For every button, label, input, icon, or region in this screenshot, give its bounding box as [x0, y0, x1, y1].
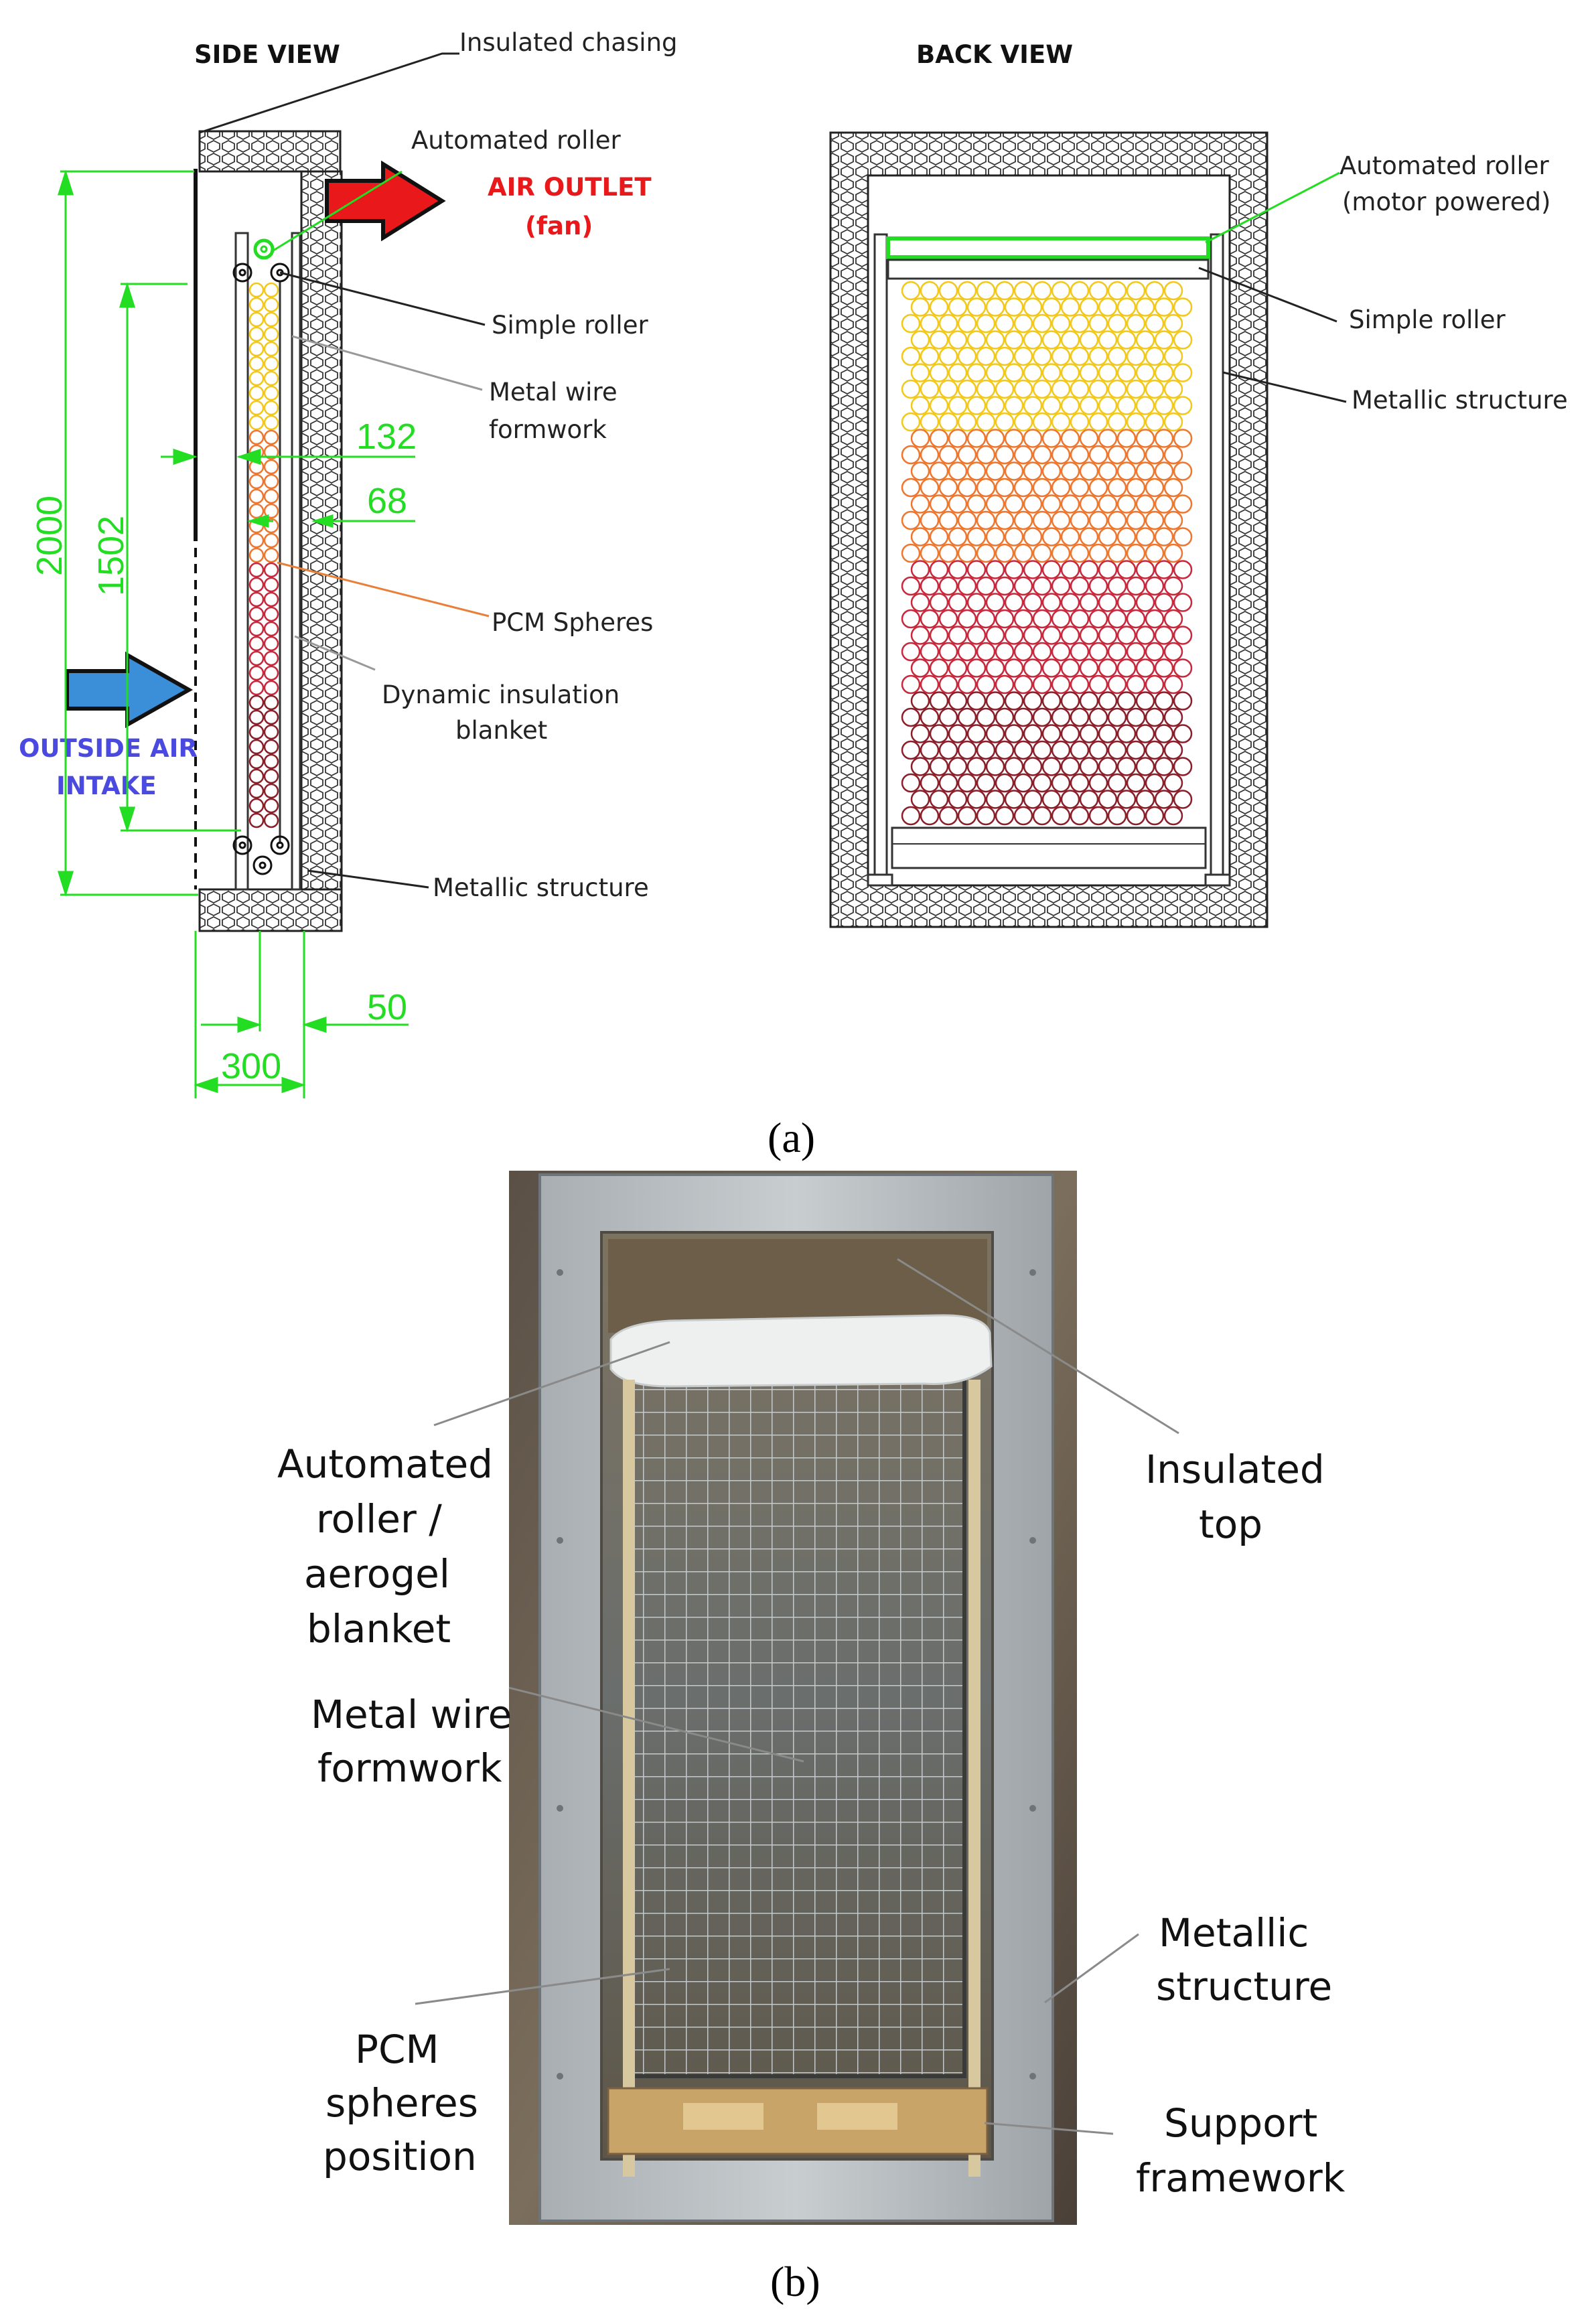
- photo-label-auto-roller-3: aerogel: [304, 1551, 450, 1597]
- photo-label-pcm-2: spheres: [325, 2080, 478, 2126]
- photo-label-support-2: framework: [1136, 2155, 1346, 2201]
- label-air-outlet: AIR OUTLET: [488, 173, 652, 202]
- label-intake: INTAKE: [56, 772, 157, 800]
- dim-300: 300: [221, 1046, 281, 1086]
- back-label-automated-roller: Automated roller: [1339, 151, 1549, 180]
- photo-wire-formwork: [630, 1366, 964, 2076]
- label-outside-air: OUTSIDE AIR: [19, 734, 198, 763]
- photo-aerogel-blanket: [609, 1314, 993, 1388]
- back-view-title: BACK VIEW: [916, 40, 1073, 69]
- photo-label-metallic-2: structure: [1156, 1964, 1332, 2009]
- back-label-motor-powered: (motor powered): [1342, 188, 1550, 216]
- photo-panel: [509, 1171, 1077, 2225]
- insulated-right-wall: [300, 170, 343, 891]
- label-metal-wire-1: Metal wire: [489, 378, 618, 407]
- photo-label-metal-wire-2: formwork: [317, 1745, 502, 1791]
- dim-1502: 1502: [91, 516, 131, 596]
- label-pcm-spheres: PCM Spheres: [492, 608, 653, 637]
- caption-b: (b): [770, 2258, 820, 2305]
- back-label-metallic-structure: Metallic structure: [1352, 386, 1568, 415]
- label-dynamic-insulation-1: Dynamic insulation: [382, 680, 620, 709]
- air-outlet-arrow: [325, 160, 446, 242]
- pcm-column: [248, 282, 279, 828]
- dim-2000: 2000: [29, 496, 70, 576]
- insulated-top-cap: [198, 130, 342, 173]
- side-view: SIDE VIEW: [19, 28, 678, 1098]
- back-automated-roller: [886, 236, 1210, 259]
- pcm-sphere-grid: [901, 281, 1193, 826]
- photo-label-pcm-1: PCM: [355, 2027, 439, 2072]
- back-label-simple-roller: Simple roller: [1349, 305, 1506, 334]
- insulated-bottom-cap: [198, 888, 343, 932]
- label-automated-roller: Automated roller: [411, 126, 621, 155]
- dim-132: 132: [356, 417, 417, 457]
- photo-label-pcm-3: position: [323, 2134, 477, 2179]
- label-metal-wire-2: formwork: [489, 415, 607, 444]
- back-simple-roller: [887, 259, 1210, 280]
- photo-label-metallic-1: Metallic: [1159, 1910, 1309, 1956]
- back-view: BACK VIEW Automated roller (motor powere…: [829, 40, 1568, 928]
- photo-label-metal-wire-1: Metal wire: [311, 1692, 512, 1737]
- photo-label-insulated-2: top: [1199, 1502, 1262, 1547]
- photo-label-auto-roller-4: blanket: [307, 1606, 451, 1652]
- label-simple-roller: Simple roller: [492, 311, 648, 340]
- label-air-outlet-fan: (fan): [525, 212, 593, 240]
- photo-label-insulated-1: Insulated: [1145, 1447, 1325, 1492]
- side-view-title: SIDE VIEW: [194, 40, 340, 69]
- label-insulated-chasing: Insulated chasing: [459, 28, 678, 57]
- photo-label-auto-roller-1: Automated: [277, 1441, 493, 1487]
- photo-support-framework: [607, 2087, 989, 2155]
- photo-label-support-1: Support: [1164, 2100, 1317, 2146]
- dim-68: 68: [367, 481, 407, 521]
- label-metallic-structure: Metallic structure: [433, 873, 649, 902]
- side-rollers: [232, 238, 290, 875]
- photo-label-auto-roller-2: roller /: [316, 1496, 442, 1542]
- label-dynamic-insulation-2: blanket: [455, 716, 547, 745]
- dim-50: 50: [367, 987, 407, 1027]
- caption-a: (a): [768, 1114, 815, 1161]
